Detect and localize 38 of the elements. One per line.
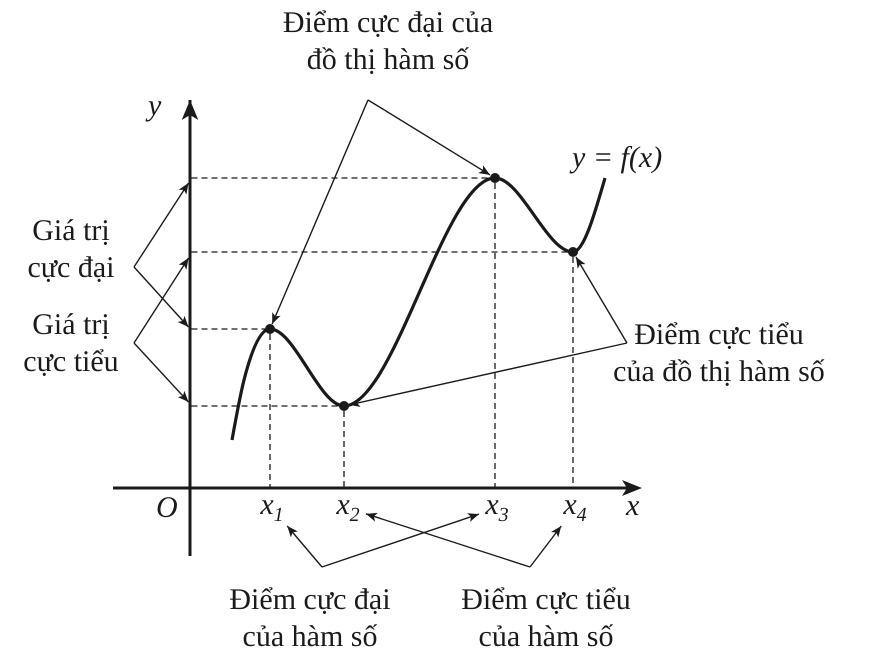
leader-arrow [322, 513, 480, 568]
leader-arrow [133, 258, 190, 344]
annotation-text: Điểm cực tiểu của hàm số [460, 582, 632, 655]
extremum-point [568, 247, 578, 257]
annotation-text: Điểm cực đại của đồ thị hàm số [282, 5, 494, 78]
leader-arrow [133, 266, 190, 328]
leader-arrow [575, 256, 628, 344]
leader-arrow [529, 526, 562, 568]
leader-arrow [272, 100, 369, 324]
leader-arrow [286, 526, 323, 568]
extremum-point [265, 324, 275, 334]
annotation-text: Giá trị cực đại [26, 213, 116, 286]
axis-label: y [148, 90, 162, 122]
extremum-point [490, 173, 500, 183]
dashed-guide-line [192, 405, 339, 407]
leader-arrow [366, 512, 530, 568]
function-label: y = f(x) [572, 142, 662, 174]
leader-arrow [133, 182, 190, 268]
dashed-guide-line [269, 334, 271, 486]
dashed-guide-line [343, 411, 345, 486]
annotation-text: Điểm cực đại của hàm số [228, 582, 392, 655]
annotation-text: Điểm cực tiểu của đồ thị hàm số [612, 317, 826, 390]
tick-label: x$_{2}$ [330, 490, 366, 530]
leader-arrow [368, 99, 490, 176]
tick-label: x$_{3}$ [479, 490, 515, 530]
tick-label: x$_{1}$ [254, 490, 290, 530]
y-axis [182, 100, 198, 556]
leader-arrow [133, 342, 190, 402]
dashed-guide-line [192, 328, 265, 330]
dashed-guide-line [494, 183, 496, 486]
dashed-guide-line [192, 177, 490, 179]
x-axis [113, 480, 642, 496]
annotation-text: Giá trị cực tiểu [22, 307, 120, 380]
axis-label: x [626, 490, 640, 522]
dashed-guide-line [192, 251, 568, 253]
tick-label: x$_{4}$ [557, 490, 593, 530]
extremum-point [339, 401, 349, 411]
origin-label: O [156, 492, 178, 524]
